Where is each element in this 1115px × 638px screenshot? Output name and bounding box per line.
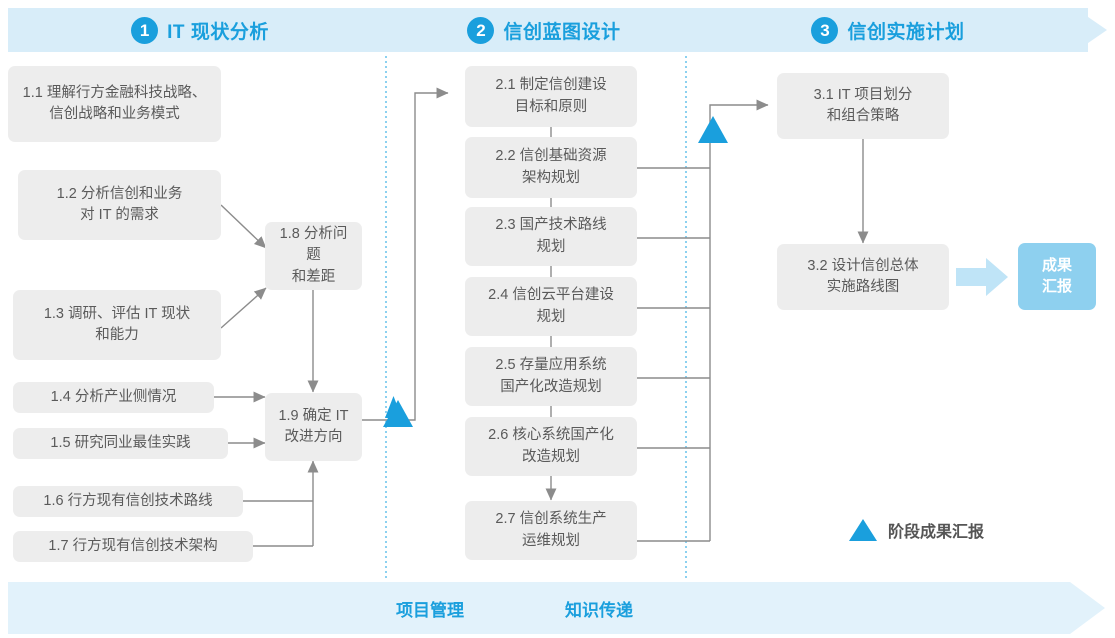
box-1-5[interactable]: 1.5 研究同业最佳实践 xyxy=(13,428,228,459)
result-report-chip[interactable]: 成果汇报 xyxy=(1018,243,1096,310)
box-2-5[interactable]: 2.5 存量应用系统国产化改造规划 xyxy=(465,347,637,406)
box-1-5-label: 1.5 研究同业最佳实践 xyxy=(50,434,191,451)
box-1-1-label: 1.1 理解行方金融科技战略、信创战略和业务模式 xyxy=(22,84,207,122)
box-3-2-label: 3.2 设计信创总体实施路线图 xyxy=(807,257,919,295)
box-1-3[interactable]: 1.3 调研、评估 IT 现状和能力 xyxy=(13,290,221,360)
legend: 阶段成果汇报 xyxy=(849,518,984,542)
result-report-label: 成果汇报 xyxy=(1041,257,1072,295)
box-1-8[interactable]: 1.8 分析问题和差距 xyxy=(265,222,362,290)
box-2-2[interactable]: 2.2 信创基础资源架构规划 xyxy=(465,137,637,198)
box-2-3-label: 2.3 国产技术路线规划 xyxy=(495,217,607,255)
box-2-3[interactable]: 2.3 国产技术路线规划 xyxy=(465,207,637,266)
box-2-4-label: 2.4 信创云平台建设规划 xyxy=(488,287,614,325)
box-2-7[interactable]: 2.7 信创系统生产运维规划 xyxy=(465,501,637,560)
footer-band-shape xyxy=(8,582,1105,634)
box-2-5-label: 2.5 存量应用系统国产化改造规划 xyxy=(495,357,607,395)
box-2-1[interactable]: 2.1 制定信创建设目标和原则 xyxy=(465,66,637,127)
box-1-2-label: 1.2 分析信创和业务对 IT 的需求 xyxy=(56,185,183,223)
box-1-4-label: 1.4 分析产业侧情况 xyxy=(50,388,177,405)
phase-2-title: 信创蓝图设计 xyxy=(503,21,621,43)
milestone-1-triangle-icon xyxy=(383,400,413,427)
box-1-6-label: 1.6 行方现有信创技术路线 xyxy=(43,492,213,509)
box-1-1[interactable]: 1.1 理解行方金融科技战略、信创战略和业务模式 xyxy=(8,66,221,142)
box-2-6-label: 2.6 核心系统国产化改造规划 xyxy=(488,427,614,465)
phase-1-number: 1 xyxy=(131,16,159,44)
triangle-up-icon xyxy=(849,519,877,541)
box-1-7[interactable]: 1.7 行方现有信创技术架构 xyxy=(13,531,253,562)
footer-label-knowledge-transfer: 知识传递 xyxy=(565,601,633,620)
phase-1-title: IT 现状分析 xyxy=(167,21,269,43)
phase-2-header: 2 信创蓝图设计 xyxy=(388,8,700,52)
phase-3-title: 信创实施计划 xyxy=(847,21,965,43)
phase-3-header: 3 信创实施计划 xyxy=(688,8,1088,52)
box-3-1[interactable]: 3.1 IT 项目划分和组合策略 xyxy=(777,73,949,139)
box-1-7-label: 1.7 行方现有信创技术架构 xyxy=(48,537,218,554)
box-2-4[interactable]: 2.4 信创云平台建设规划 xyxy=(465,277,637,336)
box-3-2[interactable]: 3.2 设计信创总体实施路线图 xyxy=(777,244,949,310)
box-3-1-label: 3.1 IT 项目划分和组合策略 xyxy=(813,86,913,124)
box-1-8-label: 1.8 分析问题和差距 xyxy=(279,226,348,285)
box-1-4[interactable]: 1.4 分析产业侧情况 xyxy=(13,382,214,413)
footer-label-project-management: 项目管理 xyxy=(396,601,464,620)
phase-3-number: 3 xyxy=(811,16,839,44)
box-1-6[interactable]: 1.6 行方现有信创技术路线 xyxy=(13,486,243,517)
box-2-7-label: 2.7 信创系统生产运维规划 xyxy=(495,511,607,549)
box-2-6[interactable]: 2.6 核心系统国产化改造规划 xyxy=(465,417,637,476)
phase-1-header: 1 IT 现状分析 xyxy=(8,8,392,52)
box-2-1-label: 2.1 制定信创建设目标和原则 xyxy=(495,77,607,115)
box-1-2[interactable]: 1.2 分析信创和业务对 IT 的需求 xyxy=(18,170,221,240)
box-1-3-label: 1.3 调研、评估 IT 现状和能力 xyxy=(43,305,191,343)
box-2-2-label: 2.2 信创基础资源架构规划 xyxy=(495,148,607,186)
phase-2-number: 2 xyxy=(467,16,495,44)
legend-label: 阶段成果汇报 xyxy=(888,524,985,541)
